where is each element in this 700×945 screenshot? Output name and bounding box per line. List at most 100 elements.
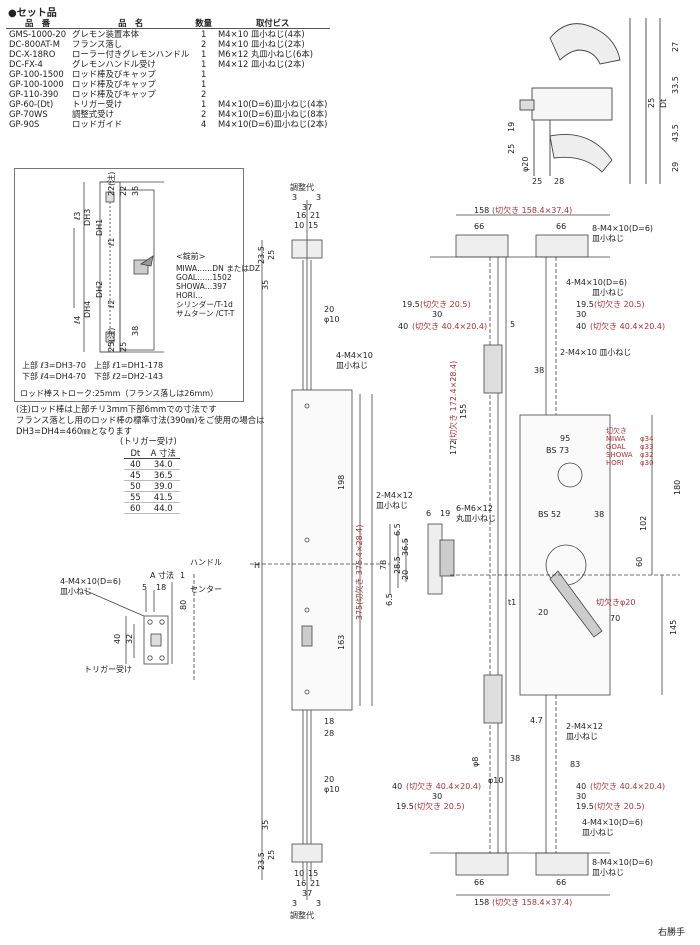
body-cut-v2: φ33: [640, 443, 654, 451]
rod-left-35b: 35: [261, 820, 270, 830]
body-m6b: 丸皿小ねじ: [456, 513, 496, 523]
trigger-cell-a: 41.5: [146, 491, 180, 503]
inset-label-dh3: DH3: [83, 209, 92, 226]
cell-part-no: GP-100-1500: [9, 69, 64, 79]
body-top-cut: (切欠き 158.4×37.4): [492, 205, 572, 215]
body-195-left: 19.5: [402, 300, 420, 309]
cell-screws: M4×10(D=6)皿小ねじ(4本): [218, 99, 328, 109]
handle-dim-435: 43.5: [671, 124, 680, 142]
rod-dim-3d: 3: [316, 899, 321, 908]
body-screw2bb: 皿小ねじ: [566, 732, 598, 741]
body-screw4: 4-M4×10(D=6): [566, 278, 627, 287]
body-40-right: 40: [576, 322, 586, 331]
body-screw2b: 2-M4×12: [566, 722, 603, 731]
cell-qty: 1: [201, 99, 207, 109]
inset-dim-bot-2: 38: [131, 326, 140, 336]
cylinder-line: SHOWA…397: [176, 282, 227, 291]
body-cut20: 切欠きφ20: [596, 597, 635, 607]
body-38b: 38: [594, 510, 604, 519]
trigger-cell-dt: 55: [124, 491, 147, 503]
inset-dim-bot-1: 25: [119, 342, 128, 352]
body-top-bracket-right: [535, 234, 589, 258]
formula-line: 下部 ℓ4=DH4-70 下部 ℓ2=DH2-143: [22, 372, 164, 381]
guide-lower: [483, 674, 503, 724]
cell-screws: M4×10(D=6)皿小ねじ(8本): [218, 109, 328, 119]
inset-dim-top-1: 22: [119, 186, 128, 196]
body-top-158: 158: [474, 206, 489, 215]
trigger-cell-a: 36.5: [146, 469, 180, 481]
body-40b-right: 40: [576, 782, 586, 791]
rod-mid-20: 20: [324, 305, 334, 314]
body-cut404b-right: (切欠き 40.4×20.4): [590, 781, 665, 791]
rod-mid-18: 18: [324, 717, 334, 726]
body-screw4b-bot: 皿小ねじ: [582, 828, 614, 837]
cell-screws: [215, 69, 330, 79]
trigger-table-title: (トリガー受け): [120, 436, 177, 446]
cylinder-line: シリンダー/T-1d: [176, 300, 233, 309]
handle-bot-25: 25: [532, 177, 542, 186]
handle-lever-lower: [549, 133, 613, 173]
cell-qty: 1: [201, 29, 207, 39]
trigger-a-dim: A 寸法: [150, 570, 174, 580]
body-bottom-bracket-right: [535, 852, 589, 876]
body-195-right: 19.5: [576, 300, 594, 309]
rod-dim-16: 16: [296, 211, 306, 220]
strike-dim-65a: 6.5: [393, 523, 402, 536]
trigger-screw-label2: 皿小ねじ: [60, 587, 92, 596]
trigger-cell-a: 39.0: [146, 480, 180, 492]
body-cut-v4: φ30: [640, 459, 654, 467]
cell-screws: M4×10 皿小ねじ(2本): [218, 39, 305, 49]
cell-part-name: グレモン装置本体: [72, 29, 140, 39]
rod-h: H: [254, 561, 260, 570]
body-bot-66a: 66: [474, 878, 484, 887]
body-bs73: BS 73: [546, 446, 569, 455]
body-cut404-left: (切欠き 40.4×20.4): [412, 321, 487, 331]
body-cut-miwa: MIWA: [606, 435, 626, 443]
body-60: 60: [635, 557, 644, 567]
handle-dim-dt: Dt: [659, 99, 668, 108]
inset-drawing: 22(注) 22 35 DH3 DH1 ℓ3 ℓ1 DH2 DH4 ℓ2 ℓ4 …: [73, 172, 164, 353]
body-top-bracket-left: [455, 234, 509, 258]
cell-screws: M4×10 皿小ねじ(4本): [218, 29, 305, 39]
rod-dim-3c: 3: [292, 899, 297, 908]
rod-cut-375: 375(切欠き 375.4×28.4): [354, 525, 364, 620]
trigger-cell-dt: 45: [124, 469, 147, 481]
rod-dim-21: 21: [310, 211, 320, 220]
note-line: DH3=DH4=460㎜となります: [16, 426, 133, 436]
cell-part-name: ロッド棒及びキャップ: [72, 79, 156, 89]
body-drawing: 158 (切欠き 158.4×37.4) 66 66 8-M4×10(D=6) …: [392, 205, 682, 907]
strike-dim-285: 28.5: [393, 556, 402, 574]
body-bottom-bracket-left: [455, 852, 509, 876]
rod-drawing: 調整代 3 3 37 16 21 10 15 23.5 25 35 20 φ10…: [250, 182, 390, 920]
cell-part-no: GP-90S: [9, 119, 40, 129]
body-cut404b-left: (切欠き 40.4×20.4): [406, 781, 481, 791]
stroke-note: ロッド棒ストローク:25mm（フランス落しは26mm）: [20, 389, 219, 398]
trigger-dim-40: 40: [113, 634, 122, 644]
guide-upper: [483, 344, 503, 394]
formula-line: 上部 ℓ3=DH3-70 上部 ℓ1=DH1-178: [22, 361, 164, 370]
strike-dim-6: 6: [426, 509, 431, 518]
cell-part-name: 調整式受け: [72, 109, 114, 119]
rod-mid-20b: 20: [324, 775, 334, 784]
cell-screws: [215, 79, 330, 89]
trigger-cell-a: 34.0: [146, 458, 180, 470]
body-screw8-bot: 8-M4×10(D=6): [592, 858, 653, 867]
rod-dim-37b: 37: [302, 889, 312, 898]
rod-left-35: 35: [261, 280, 270, 290]
handle-dim-29: 29: [671, 162, 680, 172]
rod-dim-15: 15: [308, 221, 318, 230]
rod-dim-21b: 21: [310, 879, 320, 888]
inset-label-dh1: DH1: [95, 219, 104, 236]
cylinder-title: <錠前>: [176, 252, 206, 261]
trigger-dim-80: 80: [179, 600, 188, 610]
col-part-name: 品 名: [69, 18, 193, 29]
strike-dim-20: 20: [401, 570, 410, 580]
inset-label-dh4: DH4: [83, 301, 92, 318]
rod-mid-28: 28: [324, 729, 334, 738]
section-heading: ●セット品: [8, 8, 57, 19]
body-cut172: (切欠き 172.4×28.4): [448, 361, 458, 441]
